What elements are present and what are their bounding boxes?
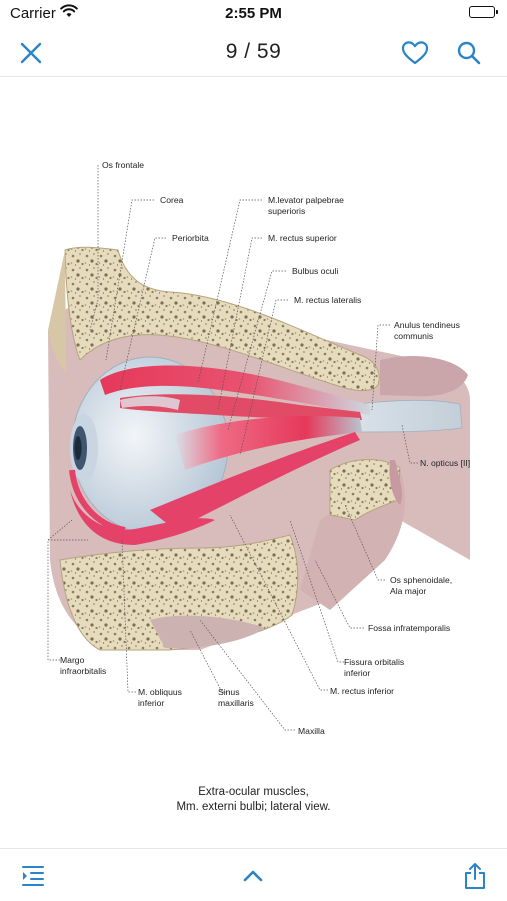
caption-line2: Mm. externi bulbi; lateral view. [176,801,331,813]
caption-line1: Extra-ocular muscles, [198,786,309,798]
label-anulus-line2: communis [394,331,433,341]
label-periorbita: Periorbita [172,233,209,243]
share-icon [465,863,485,889]
label-os-frontale: Os frontale [102,160,144,170]
label-corea: Corea [160,195,184,205]
close-icon [20,42,42,64]
wifi-icon [60,4,78,23]
heart-icon [401,41,429,65]
label-os-sphenoidale-line2: Ala major [390,586,426,596]
status-bar: Carrier 2:55 PM [0,0,507,30]
label-rectus-superior: M. rectus superior [268,233,337,243]
figure-caption: Extra-ocular muscles, Mm. externi bulbi;… [0,785,507,815]
label-bulbus-oculi: Bulbus oculi [292,266,338,276]
outline-button[interactable] [18,861,48,891]
carrier-label: Carrier [10,5,56,22]
bottom-toolbar [0,848,507,901]
label-fissura-line1: Fissura orbitalis [344,657,404,667]
label-n-opticus: N. opticus [II] [420,458,470,468]
label-maxilla: Maxilla [298,726,325,736]
label-obliquus-line1: M. obliquus [138,687,182,697]
battery-icon [469,6,498,18]
label-fossa: Fossa infratemporalis [368,623,450,633]
favorite-button[interactable] [398,36,432,70]
search-button[interactable] [452,36,486,70]
label-margo-line2: infraorbitalis [60,666,106,676]
label-sinus-line2: maxillaris [218,698,254,708]
nav-bar: 9 / 59 [0,30,507,77]
label-rectus-lateralis: M. rectus lateralis [294,295,361,305]
label-os-sphenoidale-line1: Os sphenoidale, [390,575,452,585]
page-counter: 9 / 59 [225,40,282,63]
label-margo-line1: Margo [60,655,85,665]
label-sinus-line1: Sinus [218,687,240,697]
label-anulus-line1: Anulus tendineus [394,320,460,330]
clock: 2:55 PM [225,5,282,22]
anatomy-illustration: Os frontale Corea Periorbita M.levator p… [0,130,507,770]
label-levator-line2: superioris [268,206,305,216]
label-levator-line1: M.levator palpebrae [268,195,344,205]
search-icon [457,41,481,65]
label-fissura-line2: inferior [344,668,370,678]
label-obliquus-line2: inferior [138,698,164,708]
close-button[interactable] [14,36,48,70]
chevron-up-icon [243,870,263,882]
expand-button[interactable] [238,861,268,891]
share-button[interactable] [460,861,490,891]
outline-icon [22,866,44,886]
label-rectus-inferior: M. rectus inferior [330,686,394,696]
